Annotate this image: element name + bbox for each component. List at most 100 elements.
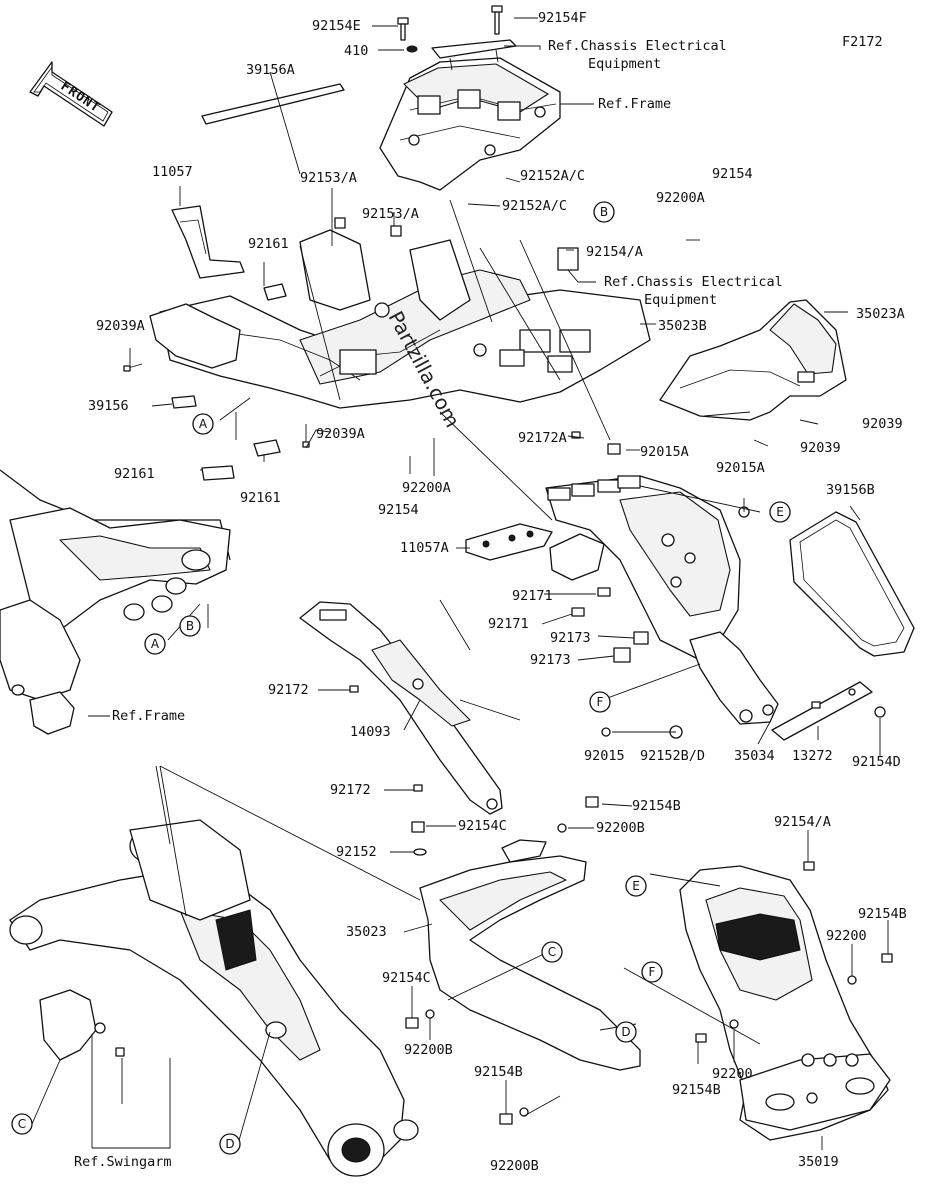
callout-b-2: B — [179, 615, 201, 637]
ref-frame-2: Ref.Frame — [112, 708, 185, 724]
gasket-39156b — [789, 511, 915, 657]
front-arrow-icon: FRONT — [29, 61, 113, 127]
svg-text:D: D — [225, 1137, 234, 1151]
plate-11057a — [465, 523, 553, 561]
ref-chassis-electrical-2-line2: Equipment — [644, 292, 717, 308]
nut-410 — [406, 45, 418, 53]
chain-cover-35023 — [419, 839, 641, 1071]
label-35034: 35034 — [734, 748, 775, 764]
callout-e-2: E — [625, 875, 647, 897]
svg-text:C: C — [18, 1117, 26, 1131]
grommet-92015a — [607, 443, 621, 455]
ref-chassis-electrical-1-line2: Equipment — [588, 56, 661, 72]
label-39156b: 39156B — [826, 482, 875, 498]
bolt-92153-a — [334, 217, 346, 229]
label-92152ac-1: 92152A/C — [520, 168, 585, 184]
callout-b-1: B — [593, 201, 615, 223]
label-92154b-1: 92154B — [632, 798, 681, 814]
label-92172-2: 92172 — [330, 782, 371, 798]
label-35023a: 35023A — [856, 306, 905, 322]
label-92154b-4: 92154B — [672, 1082, 721, 1098]
screw-92172a — [571, 431, 581, 439]
label-92154c-1: 92154C — [458, 818, 507, 834]
label-92015a-1: 92015A — [640, 444, 689, 460]
inner-fender-35023b — [159, 229, 651, 409]
washer-92152 — [413, 848, 427, 856]
bolt-92154b-b — [499, 1113, 513, 1125]
svg-text:A: A — [151, 637, 160, 651]
label-92153a-1: 92153/A — [300, 170, 357, 186]
callout-e-1: E — [769, 501, 791, 523]
clip-92171-b — [571, 607, 585, 617]
label-92154b-3: 92154B — [858, 906, 907, 922]
pad-92161-a — [263, 283, 287, 301]
label-13272: 13272 — [792, 748, 833, 764]
callout-c-1: C — [541, 941, 563, 963]
rear-fender-35019 — [679, 865, 891, 1141]
ref-chassis-electrical-1: Ref.Chassis Electrical — [548, 38, 727, 54]
bolt-92154b-d — [695, 1033, 707, 1043]
label-92200b-1: 92200B — [596, 820, 645, 836]
label-39156a: 39156A — [246, 62, 295, 78]
washer-92200-a — [847, 975, 857, 985]
label-92154a-1: 92154/A — [586, 244, 643, 260]
reflector-bracket-13272 — [771, 681, 873, 741]
screw-92172-b — [413, 784, 423, 792]
label-92200a-1: 92200A — [656, 190, 705, 206]
callout-a-1: A — [192, 413, 214, 435]
clip-92173-b — [613, 647, 631, 663]
bolt-92153-b — [390, 225, 402, 237]
label-92154f: 92154F — [538, 10, 587, 26]
label-92039a-2: 92039A — [316, 426, 365, 442]
washer-92015 — [601, 727, 611, 737]
svg-text:F: F — [597, 695, 604, 709]
figure-code: F2172 — [842, 34, 883, 50]
leader-lines — [31, 17, 889, 1150]
label-92154-1: 92154 — [712, 166, 753, 182]
label-35023b: 35023B — [658, 318, 707, 334]
label-92039-2: 92039 — [800, 440, 841, 456]
label-92152bd: 92152B/D — [640, 748, 705, 764]
label-92200-2: 92200 — [712, 1066, 753, 1082]
label-35023: 35023 — [346, 924, 387, 940]
label-14093: 14093 — [350, 724, 391, 740]
bracket-11057 — [171, 205, 245, 279]
mudguard-bar-14093 — [299, 601, 503, 815]
bolt-92154e — [397, 17, 409, 41]
label-92153a-2: 92153/A — [362, 206, 419, 222]
label-92152: 92152 — [336, 844, 377, 860]
ref-chassis-electrical-2: Ref.Chassis Electrical — [604, 274, 783, 290]
label-92161-3: 92161 — [240, 490, 281, 506]
screw-92039a-b — [302, 424, 310, 448]
svg-text:B: B — [600, 205, 608, 219]
bolt-92154b-a — [585, 796, 599, 808]
svg-text:E: E — [632, 879, 640, 893]
pad-92161-b — [201, 465, 235, 481]
svg-text:F: F — [649, 965, 656, 979]
label-35019: 35019 — [798, 1154, 839, 1170]
label-11057a: 11057A — [400, 540, 449, 556]
label-92154a-2: 92154/A — [774, 814, 831, 830]
pad-39156 — [171, 395, 197, 409]
washer-92200-b — [729, 1019, 739, 1029]
label-92161-2: 92161 — [114, 466, 155, 482]
callout-a-2: A — [144, 633, 166, 655]
label-92171-2: 92171 — [488, 616, 529, 632]
callout-f-1: F — [589, 691, 611, 713]
swingarm-bracket — [39, 989, 125, 1061]
label-92154c-2: 92154C — [382, 970, 431, 986]
callout-d-2: D — [219, 1133, 241, 1155]
svg-text:C: C — [548, 945, 556, 959]
label-410: 410 — [344, 43, 368, 59]
bolt-92154b-c — [881, 953, 893, 963]
label-92173-1: 92173 — [550, 630, 591, 646]
washer-92200b-b — [425, 1009, 435, 1019]
label-92173-2: 92173 — [530, 652, 571, 668]
license-bracket-35034 — [689, 631, 779, 725]
rear-fender-bracket — [545, 475, 741, 661]
clip-92173-a — [633, 631, 649, 645]
ref-swingarm: Ref.Swingarm — [74, 1154, 172, 1170]
svg-text:B: B — [186, 619, 194, 633]
label-92039-1: 92039 — [862, 416, 903, 432]
label-92200-1: 92200 — [826, 928, 867, 944]
